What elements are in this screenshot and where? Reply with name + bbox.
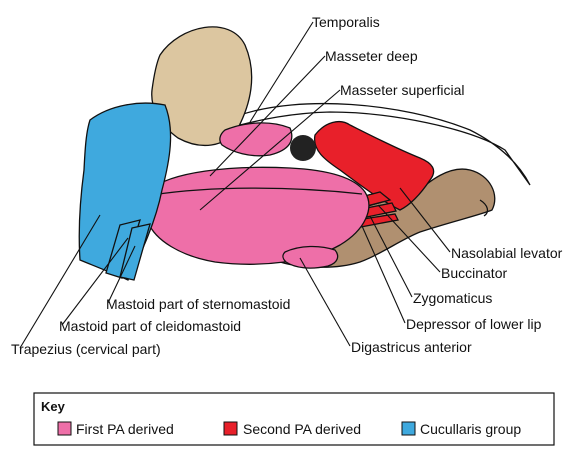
digastricus-anterior-muscle	[283, 246, 338, 268]
key-label-second-pa: Second PA derived	[243, 421, 361, 437]
label-masseter-deep: Masseter deep	[325, 48, 418, 64]
label-nasolabial-levator: Nasolabial levator	[451, 245, 563, 261]
label-temporalis: Temporalis	[312, 14, 380, 30]
key-title: Key	[41, 399, 66, 414]
label-digastricus-anterior: Digastricus anterior	[351, 339, 472, 355]
key-swatch-first-pa	[58, 422, 71, 435]
label-depressor-lower-lip: Depressor of lower lip	[406, 316, 542, 332]
label-zygomaticus: Zygomaticus	[413, 290, 492, 306]
key-label-cucullaris: Cucullaris group	[420, 421, 521, 437]
label-mastoid-sternomastoid: Mastoid part of sternomastoid	[106, 296, 290, 312]
label-trapezius: Trapezius (cervical part)	[11, 341, 161, 357]
key-swatch-second-pa	[224, 422, 237, 435]
leader-digastricus	[300, 258, 350, 346]
label-masseter-superficial: Masseter superficial	[340, 82, 465, 98]
key-box: Key First PA derived Second PA derived C…	[34, 393, 554, 445]
key-swatch-cucullaris	[402, 422, 415, 435]
eye	[290, 135, 316, 161]
label-buccinator: Buccinator	[441, 265, 507, 281]
key-label-first-pa: First PA derived	[76, 421, 174, 437]
label-mastoid-cleidomastoid: Mastoid part of cleidomastoid	[59, 318, 241, 334]
